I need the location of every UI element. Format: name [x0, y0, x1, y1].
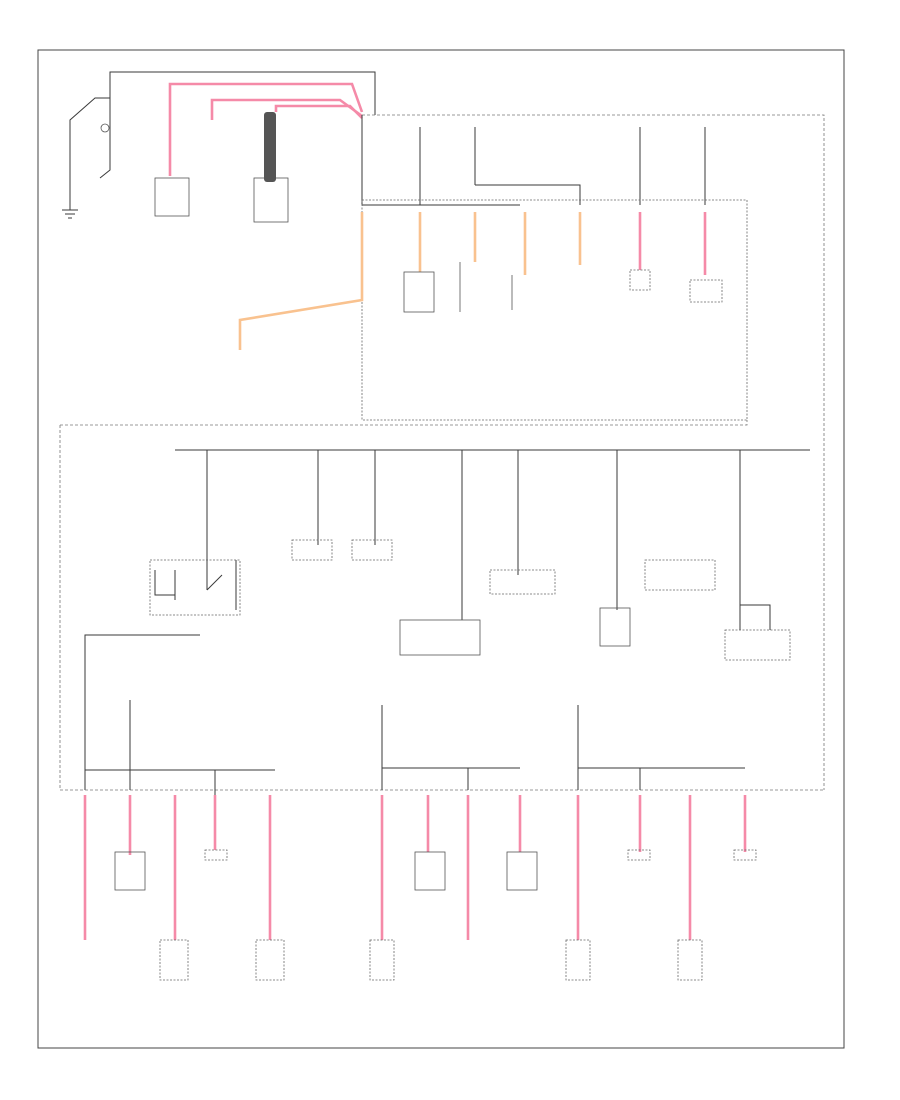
- mega-fuse: [264, 112, 276, 182]
- diagram-frame: [37, 49, 845, 1049]
- battery-section: [62, 71, 376, 223]
